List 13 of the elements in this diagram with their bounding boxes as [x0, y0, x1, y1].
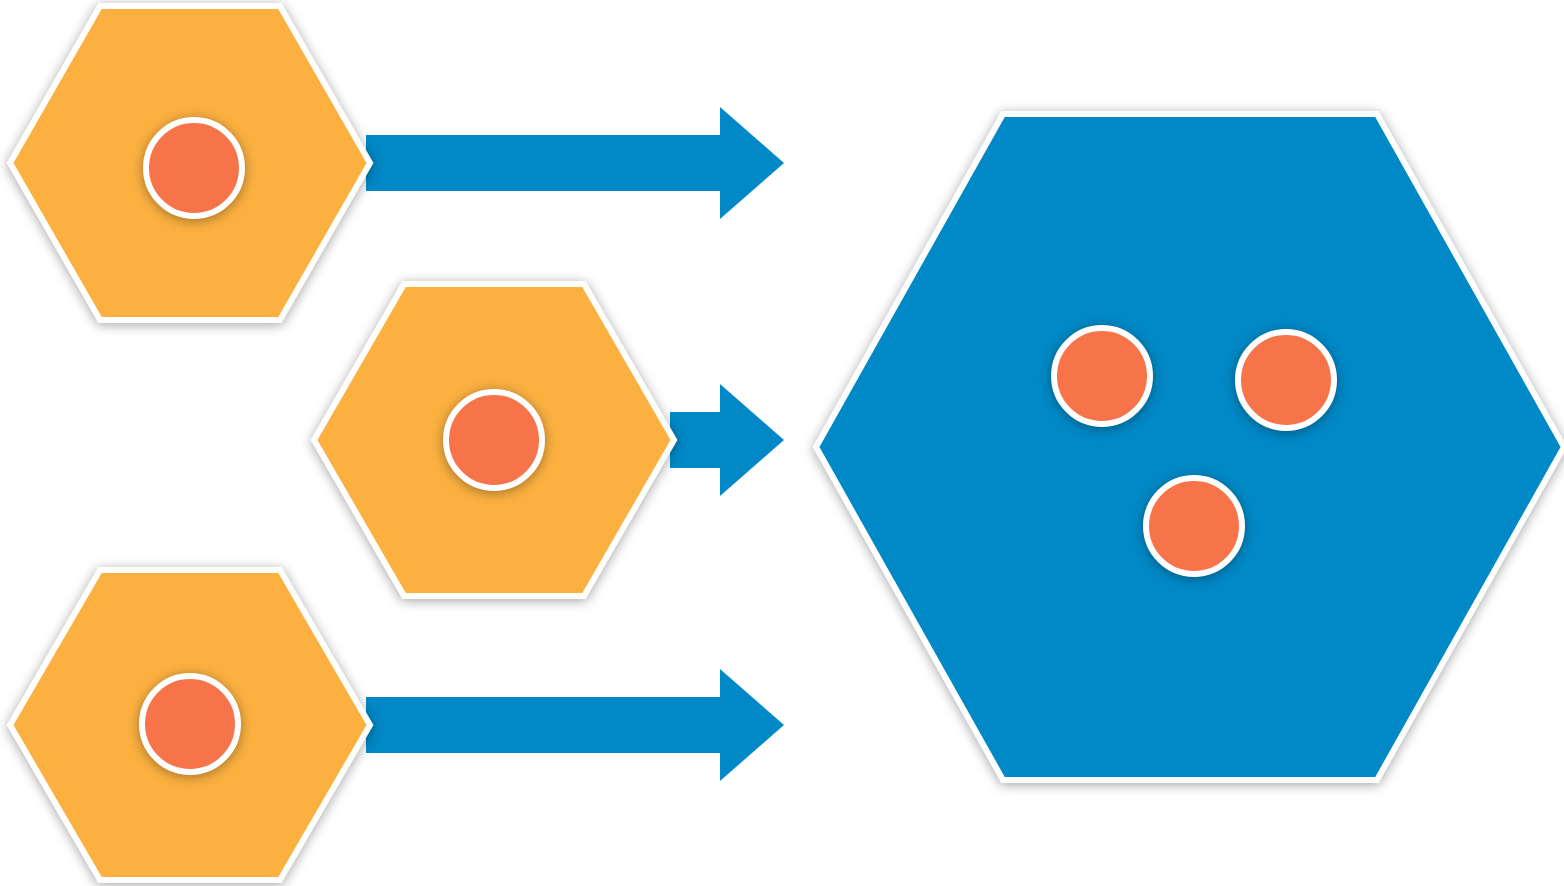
arrow: [366, 107, 784, 219]
circle-node: [140, 674, 240, 774]
circle-node: [1236, 330, 1336, 430]
hexagon-node: [816, 114, 1564, 780]
circle-node: [1052, 326, 1152, 426]
arrow: [366, 669, 784, 781]
circle-node: [1144, 476, 1244, 576]
circle-node: [144, 118, 244, 218]
circle-node: [444, 390, 544, 490]
hexagon-node: [10, 6, 370, 320]
arrow: [670, 384, 784, 496]
hexagon-node: [314, 284, 674, 596]
hexagon-node: [10, 570, 370, 880]
